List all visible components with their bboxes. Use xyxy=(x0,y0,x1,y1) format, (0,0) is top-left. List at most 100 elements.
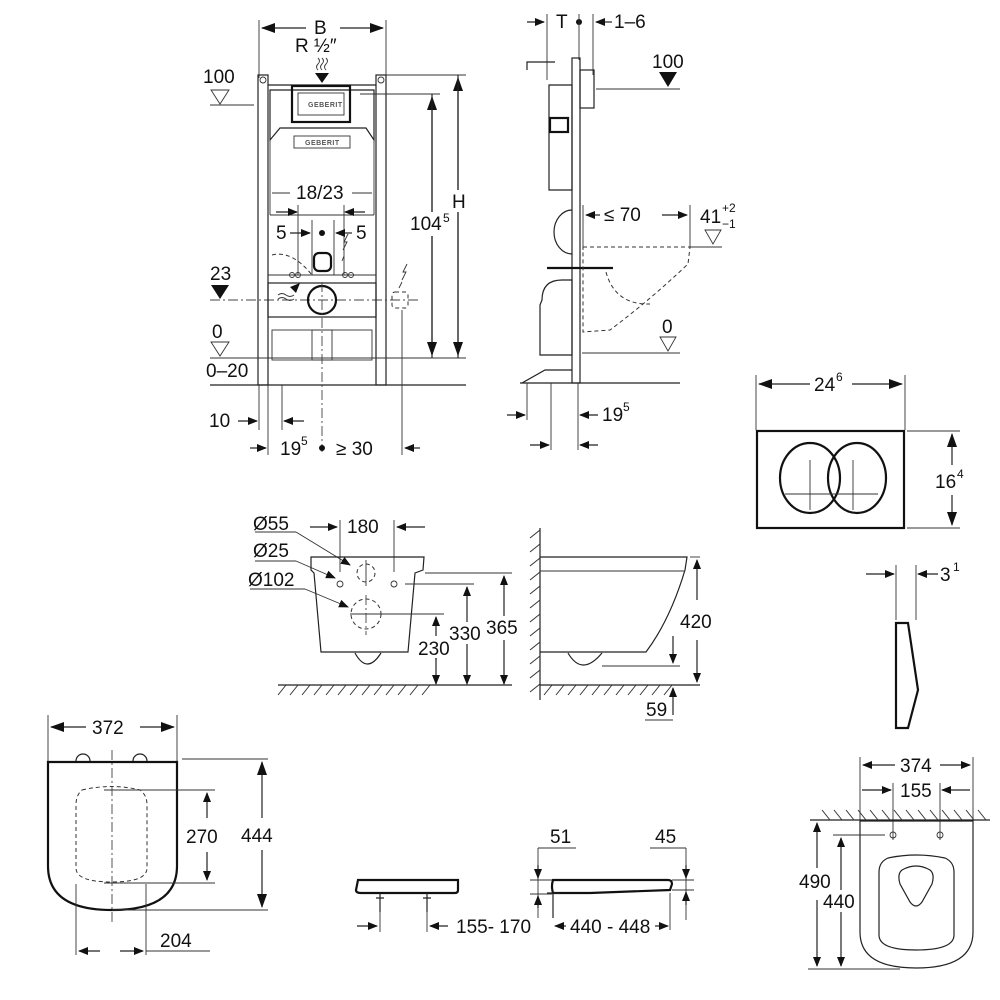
offset-right-label: 5 xyxy=(356,223,367,244)
bolt-hole-right xyxy=(936,831,944,839)
center-dot xyxy=(319,230,325,236)
supply-label: R ½″ xyxy=(295,36,337,57)
seat-side-views: 155- 170 51 45 440 - 448 xyxy=(354,827,694,938)
frame-front-view: B R ½″ 100 GEBERIT GEBERIT 18/23 xyxy=(203,18,470,460)
label-bg xyxy=(448,622,488,644)
water-supply-icon xyxy=(316,57,328,71)
front-thickness-label: 51 xyxy=(550,827,571,848)
plate-depth-label: 3 xyxy=(940,565,951,586)
seat-height-label: 41 xyxy=(700,207,721,228)
bolt-icon xyxy=(295,272,301,278)
floor-hatching xyxy=(277,684,431,696)
bowl-base xyxy=(354,652,382,665)
axis-offset-sup: 5 xyxy=(301,434,308,448)
bowl-outlet xyxy=(898,865,934,907)
seat-length-label: 444 xyxy=(241,826,273,847)
seat-outline xyxy=(46,760,179,912)
level-marker-icon xyxy=(210,89,230,105)
hole-25-right xyxy=(390,580,398,588)
frame-width-label: B xyxy=(314,18,327,39)
seat-tol-plus: +2 xyxy=(722,201,736,215)
electric-icon xyxy=(398,263,408,289)
bolt-icon xyxy=(342,272,348,278)
bolt-icon xyxy=(259,76,267,84)
base-foot xyxy=(521,369,572,384)
frame-post-right xyxy=(375,74,387,386)
seat-opening-label: 270 xyxy=(186,827,218,848)
label-bg xyxy=(408,212,444,236)
leader-arrow xyxy=(295,531,351,566)
plate-height-sup: 4 xyxy=(957,467,964,481)
hole-55-label: Ø55 xyxy=(253,514,289,535)
level-marker-filled-icon xyxy=(211,285,229,299)
center-dot xyxy=(319,445,325,451)
foot-offset-label: 10 xyxy=(209,411,230,432)
leader-arrow xyxy=(295,560,336,579)
hinge-bolts xyxy=(379,893,428,912)
water-connection xyxy=(312,251,333,273)
plate-width-sup: 6 xyxy=(836,370,843,384)
flush-bend xyxy=(553,209,573,255)
seat-length-range-label: 440 - 448 xyxy=(570,917,650,938)
label-bg xyxy=(448,190,470,212)
flush-button-small[interactable] xyxy=(778,441,842,515)
bowl-length-490-label: 490 xyxy=(799,872,831,893)
bowl-base-side xyxy=(567,652,603,666)
electric-icon xyxy=(341,233,349,262)
frame-post-left xyxy=(257,74,269,386)
flush-plate xyxy=(755,429,906,530)
bottom-clearance-label: 59 xyxy=(646,700,667,721)
frame-height-sup: 5 xyxy=(443,211,450,225)
bowl-length-440-label: 440 xyxy=(823,892,855,913)
bowl-side-outline xyxy=(540,556,688,653)
wall-gap-label: 1–6 xyxy=(614,12,646,33)
bowl-inner-hidden xyxy=(605,271,651,305)
bowl-front-outline xyxy=(310,556,425,653)
seat-tol-minus: −1 xyxy=(722,217,736,231)
bolt-spacing-180-label: 180 xyxy=(347,517,379,538)
flush-plate-side xyxy=(894,621,920,730)
brand-logo-small: GEBERIT xyxy=(308,102,343,109)
seat-front-profile xyxy=(354,878,460,895)
supply-arrow-icon xyxy=(315,73,329,83)
drain-bend xyxy=(539,279,573,356)
plate-height-label: 16 xyxy=(935,472,956,493)
flush-actuator xyxy=(297,92,345,116)
base-offset-sup: 5 xyxy=(623,400,630,414)
bowl-height-420-label: 420 xyxy=(680,612,712,633)
flush-button-large[interactable] xyxy=(826,441,888,515)
frame-height-label: H xyxy=(452,192,466,213)
bowl-top-view: 374 155 490 440 xyxy=(799,756,990,970)
flow-arrow-icon xyxy=(290,283,300,293)
depth-label: T xyxy=(556,12,568,33)
leader-arrow xyxy=(304,588,349,608)
bowl-bolt-spacing-label: 155 xyxy=(900,781,932,802)
bolt-icon xyxy=(377,76,385,84)
height-330-label: 330 xyxy=(449,624,481,645)
drain-outlet xyxy=(311,329,333,361)
bolt-icon xyxy=(289,272,295,278)
flush-plate-view: 24 6 16 4 3 1 xyxy=(755,370,964,730)
side-level-0-label: 0 xyxy=(662,317,673,338)
hole-25-left xyxy=(336,580,344,588)
level-marker-icon xyxy=(210,341,230,357)
socket-min-label: ≥ 30 xyxy=(336,439,373,460)
supply-bracket xyxy=(526,61,555,70)
bolt-icon xyxy=(348,272,354,278)
cistern-side xyxy=(548,84,573,191)
floor-range-label: 0–20 xyxy=(206,361,248,382)
bowl-top-outline xyxy=(859,820,974,969)
seat-width-label: 372 xyxy=(92,718,124,739)
drain-pipe xyxy=(306,284,338,316)
rear-thickness-label: 45 xyxy=(655,827,676,848)
level-0-label: 0 xyxy=(212,322,223,343)
hole-25-label: Ø25 xyxy=(253,541,289,562)
axis-offset-label: 19 xyxy=(280,439,301,460)
height-230-label: 230 xyxy=(418,639,450,660)
bowl-front-view: Ø55 Ø25 Ø102 180 230 330 xyxy=(248,514,524,696)
frame-side-view: T 1–6 100 ≤ 70 41 +2 −1 0 xyxy=(507,12,736,450)
waste-flow-icon xyxy=(277,293,295,301)
flush-opening xyxy=(290,84,352,124)
bolt-hole-left xyxy=(889,831,897,839)
